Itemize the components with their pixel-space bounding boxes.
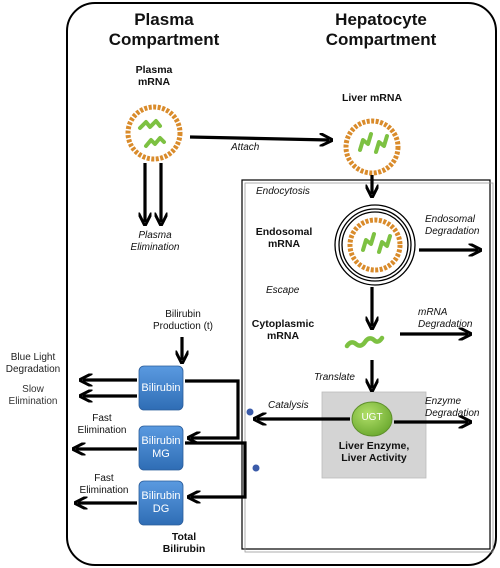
bilirubin-production-label-line2: Production (t): [152, 320, 214, 332]
slow-elimination-label: Slow Elimination: [0, 384, 66, 407]
cytoplasmic-mrna-label-line2: mRNA: [266, 330, 300, 343]
translate-label: Translate: [314, 372, 355, 383]
endosomal-degradation-label-line1: Endosomal: [425, 214, 476, 225]
mrna-degradation-label-line2: Degradation: [418, 318, 473, 330]
cytoplasmic-mrna-label-line1: Cytoplasmic: [251, 318, 315, 330]
plasma-mrna-label-line1: Plasma: [135, 64, 173, 76]
liver-mrna-particle: [343, 118, 401, 176]
plasma-compartment-header: Plasma Compartment: [84, 10, 244, 49]
fast-elimination-dg-label: Fast Elimination: [72, 473, 136, 496]
flow-arrows: [76, 137, 478, 503]
conversion-bilirubin-to-mg: [185, 379, 240, 438]
plasma-mrna-label-line2: mRNA: [137, 76, 171, 89]
total-bilirubin-label-line2: Bilirubin: [162, 543, 206, 556]
catalysis-marker-1: [246, 408, 254, 416]
attach-arrow: [189, 137, 329, 140]
ugt-label: UGT: [361, 412, 383, 423]
enzyme-degradation-label-line2: Degradation: [425, 407, 480, 419]
blue-light-degradation-label: Blue Light Degradation: [0, 352, 66, 375]
enzyme-degradation-label-line1: Enzyme: [425, 396, 462, 407]
plasma-header-line2: Compartment: [108, 29, 220, 49]
plasma-header-line1: Plasma: [134, 10, 194, 29]
bilirubin-mg-label: Bilirubin MG: [139, 435, 183, 460]
blue-light-degradation-label-line1: Blue Light: [10, 352, 56, 363]
escape-label: Escape: [266, 285, 300, 296]
fast-elimination-dg-label-line2: Elimination: [79, 484, 129, 496]
catalysis-marker-2: [252, 464, 260, 472]
outer-frame: [66, 2, 497, 566]
bilirubin-dg-box: [138, 480, 184, 526]
blue-light-degradation-label-line2: Degradation: [5, 363, 61, 375]
bilirubin-dg-label: Bilirubin DG: [139, 490, 183, 515]
plasma-elimination-label-line2: Elimination: [130, 241, 180, 253]
liver-enzyme-label: Liver Enzyme, Liver Activity: [322, 440, 426, 464]
attach-label: Attach: [231, 142, 260, 153]
ugt-enzyme: [351, 401, 393, 437]
liver-enzyme-label-line1: Liver Enzyme,: [338, 440, 410, 452]
endosomal-mrna-particle: [334, 204, 416, 286]
hepatocyte-inner-box-shadow: [244, 182, 494, 553]
bilirubin-dg-label-line2: DG: [152, 502, 170, 515]
endosomal-degradation-label-line2: Degradation: [425, 225, 480, 237]
mrna-degradation-label-line1: mRNA: [418, 307, 448, 318]
liver-mrna-label: Liver mRNA: [341, 92, 403, 104]
fast-elimination-mg-label-line2: Elimination: [77, 424, 127, 436]
total-bilirubin-label-line1: Total: [171, 531, 197, 543]
slow-elimination-label-line2: Elimination: [8, 395, 58, 407]
plasma-mrna-particle: [125, 104, 183, 162]
mrna-degradation-label: mRNA Degradation: [418, 307, 488, 330]
liver-enzyme-label-line2: Liver Activity: [341, 452, 407, 465]
plasma-elimination-label-line1: Plasma: [138, 230, 172, 241]
bilirubin-box: [138, 365, 184, 411]
cytoplasmic-mrna-label: Cytoplasmic mRNA: [243, 318, 323, 342]
endosomal-degradation-label: Endosomal Degradation: [425, 214, 495, 237]
bilirubin-mg-box: [138, 425, 184, 471]
hepatocyte-compartment-header: Hepatocyte Compartment: [296, 10, 466, 49]
bilirubin-label: Bilirubin: [141, 382, 181, 394]
fast-elimination-dg-label-line1: Fast: [94, 473, 114, 484]
conversion-mg-to-dg: [185, 441, 247, 497]
hepatocyte-header-line1: Hepatocyte: [335, 10, 427, 29]
catalysis-label: Catalysis: [268, 400, 309, 411]
hepatocyte-inner-box: [241, 179, 491, 550]
bilirubin-production-label-line1: Bilirubin: [165, 309, 201, 320]
bilirubin-mg-label-line1: Bilirubin: [141, 435, 181, 447]
endocytosis-label: Endocytosis: [256, 186, 310, 197]
endosomal-mrna-label-line1: Endosomal: [255, 226, 313, 238]
enzyme-degradation-label: Enzyme Degradation: [425, 396, 495, 419]
bilirubin-production-label: Bilirubin Production (t): [140, 309, 226, 332]
endosomal-mrna-label-line2: mRNA: [267, 238, 301, 251]
fast-elimination-mg-label: Fast Elimination: [70, 413, 134, 436]
fast-elimination-mg-label-line1: Fast: [92, 413, 112, 424]
cytoplasmic-mrna-strand: [344, 335, 385, 349]
bilirubin-dg-label-line1: Bilirubin: [141, 490, 181, 502]
endosomal-mrna-label: Endosomal mRNA: [245, 226, 323, 250]
total-bilirubin-label: Total Bilirubin: [144, 531, 224, 555]
plasma-mrna-label: Plasma mRNA: [124, 64, 184, 88]
plasma-elimination-label: Plasma Elimination: [122, 230, 188, 253]
bilirubin-mg-label-line2: MG: [152, 447, 170, 460]
slow-elimination-label-line1: Slow: [22, 384, 44, 395]
hepatocyte-header-line2: Compartment: [325, 29, 437, 49]
